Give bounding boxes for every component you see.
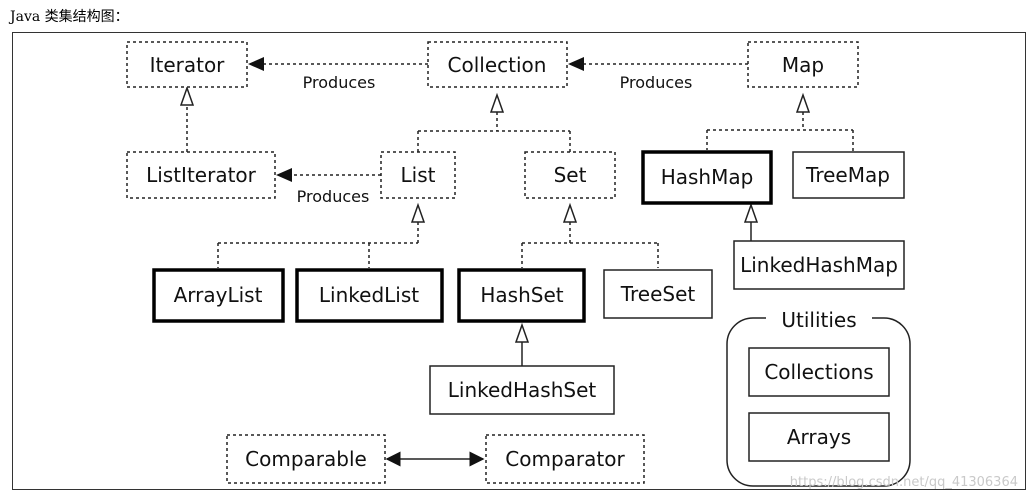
bold-class-boxes: [152, 150, 773, 323]
node-labels: Iterator Collection Map ListIterator Lis…: [146, 53, 898, 471]
inheritance-triangles: [179, 85, 811, 343]
comparator-box: [485, 434, 645, 484]
arrays-label: Arrays: [787, 425, 851, 449]
treeset-box: [603, 269, 713, 319]
iterator-box: [126, 41, 248, 88]
arraylist-label: ArrayList: [174, 283, 263, 307]
linkedhashset-label: LinkedHashSet: [448, 378, 597, 402]
linkedlist-label: LinkedList: [319, 283, 419, 307]
list-box: [380, 151, 456, 199]
produces-labels: Produces Produces Produces: [297, 73, 693, 206]
utilities-label-bg: [766, 308, 872, 330]
collections-box: [748, 347, 890, 397]
linkedlist-box: [295, 268, 444, 323]
hashmap-label: HashMap: [661, 165, 754, 189]
arrowhead-iterator: [248, 57, 264, 71]
linkedhashset-box: [429, 365, 615, 415]
triangle-collection: [489, 92, 505, 113]
comparable-label: Comparable: [245, 447, 367, 471]
solid-connectors: [385, 222, 752, 467]
treemap-box: [792, 151, 905, 199]
interface-boxes: [126, 41, 859, 484]
triangle-list: [410, 202, 426, 223]
arrays-box: [748, 412, 890, 462]
produces-label-iterator: Produces: [303, 73, 376, 92]
comparable-box: [226, 434, 386, 484]
map-label: Map: [782, 53, 824, 77]
linkedhashmap-label: LinkedHashMap: [740, 253, 898, 277]
list-iterator-label: ListIterator: [146, 163, 257, 187]
list-iterator-box: [126, 151, 276, 199]
set-box: [524, 151, 616, 199]
iterator-label: Iterator: [150, 53, 226, 77]
utilities-label: Utilities: [781, 308, 856, 332]
hashset-label: HashSet: [480, 283, 563, 307]
treemap-label: TreeMap: [805, 163, 890, 187]
utility-boxes: [748, 347, 890, 462]
diagram-caption: Java 类集结构图：: [10, 9, 129, 25]
linkedhashmap-box: [733, 240, 905, 290]
triangle-hashmap: [743, 202, 759, 223]
collections-label: Collections: [764, 360, 873, 384]
class-boxes: [429, 151, 905, 415]
hashset-box: [457, 268, 586, 323]
comparator-label: Comparator: [505, 447, 625, 471]
watermark: https://blog.csdn.net/qq_41306364: [790, 475, 1018, 490]
triangle-hashset: [514, 322, 530, 343]
treeset-label: TreeSet: [620, 282, 696, 306]
hashmap-box: [641, 150, 773, 205]
produces-label-listiterator: Produces: [297, 187, 370, 206]
arrowhead-collection: [568, 57, 584, 71]
collection-box: [427, 41, 568, 88]
connectors: [186, 63, 854, 268]
collection-label: Collection: [448, 53, 547, 77]
arrowhead-listiterator: [276, 168, 292, 182]
produces-label-collection: Produces: [620, 73, 693, 92]
triangle-map: [795, 92, 811, 113]
triangle-set: [562, 202, 578, 223]
map-box: [747, 41, 859, 88]
produces-arrowheads: [248, 57, 584, 182]
list-label: List: [401, 163, 436, 187]
arraylist-box: [152, 268, 285, 323]
triangle-iterator: [179, 85, 195, 106]
set-label: Set: [554, 163, 587, 187]
